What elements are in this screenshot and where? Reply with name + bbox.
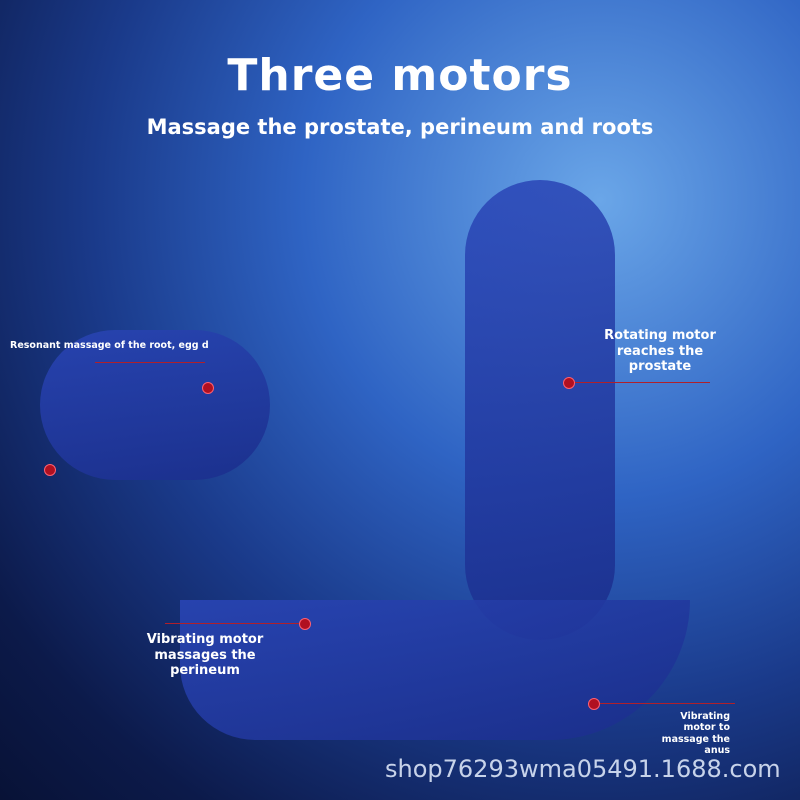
marker-dot-root-2 <box>44 464 56 476</box>
page-subtitle: Massage the prostate, perineum and roots <box>146 115 654 139</box>
leader-line-perineum <box>165 623 305 624</box>
watermark: shop76293wma05491.1688.com <box>385 755 781 783</box>
leader-line-root <box>95 362 205 363</box>
annotation-root: Resonant massage of the root, egg d <box>10 340 209 351</box>
annotation-rotating-motor: Rotating motor reaches the prostate <box>604 328 716 375</box>
leader-line-anus <box>595 703 735 704</box>
annotation-perineum-motor: Vibrating motor massages the perineum <box>146 632 264 679</box>
marker-dot-root <box>202 382 214 394</box>
product-shape-arm <box>40 330 270 480</box>
page-title: Three motors <box>227 50 573 101</box>
marker-dot-perineum <box>299 618 311 630</box>
leader-line-rotating <box>570 382 710 383</box>
annotation-anus-motor: Vibrating motor to massage the anus <box>661 711 730 757</box>
marker-dot-rotating <box>563 377 575 389</box>
product-shape-upper <box>465 180 615 640</box>
marker-dot-anus <box>588 698 600 710</box>
